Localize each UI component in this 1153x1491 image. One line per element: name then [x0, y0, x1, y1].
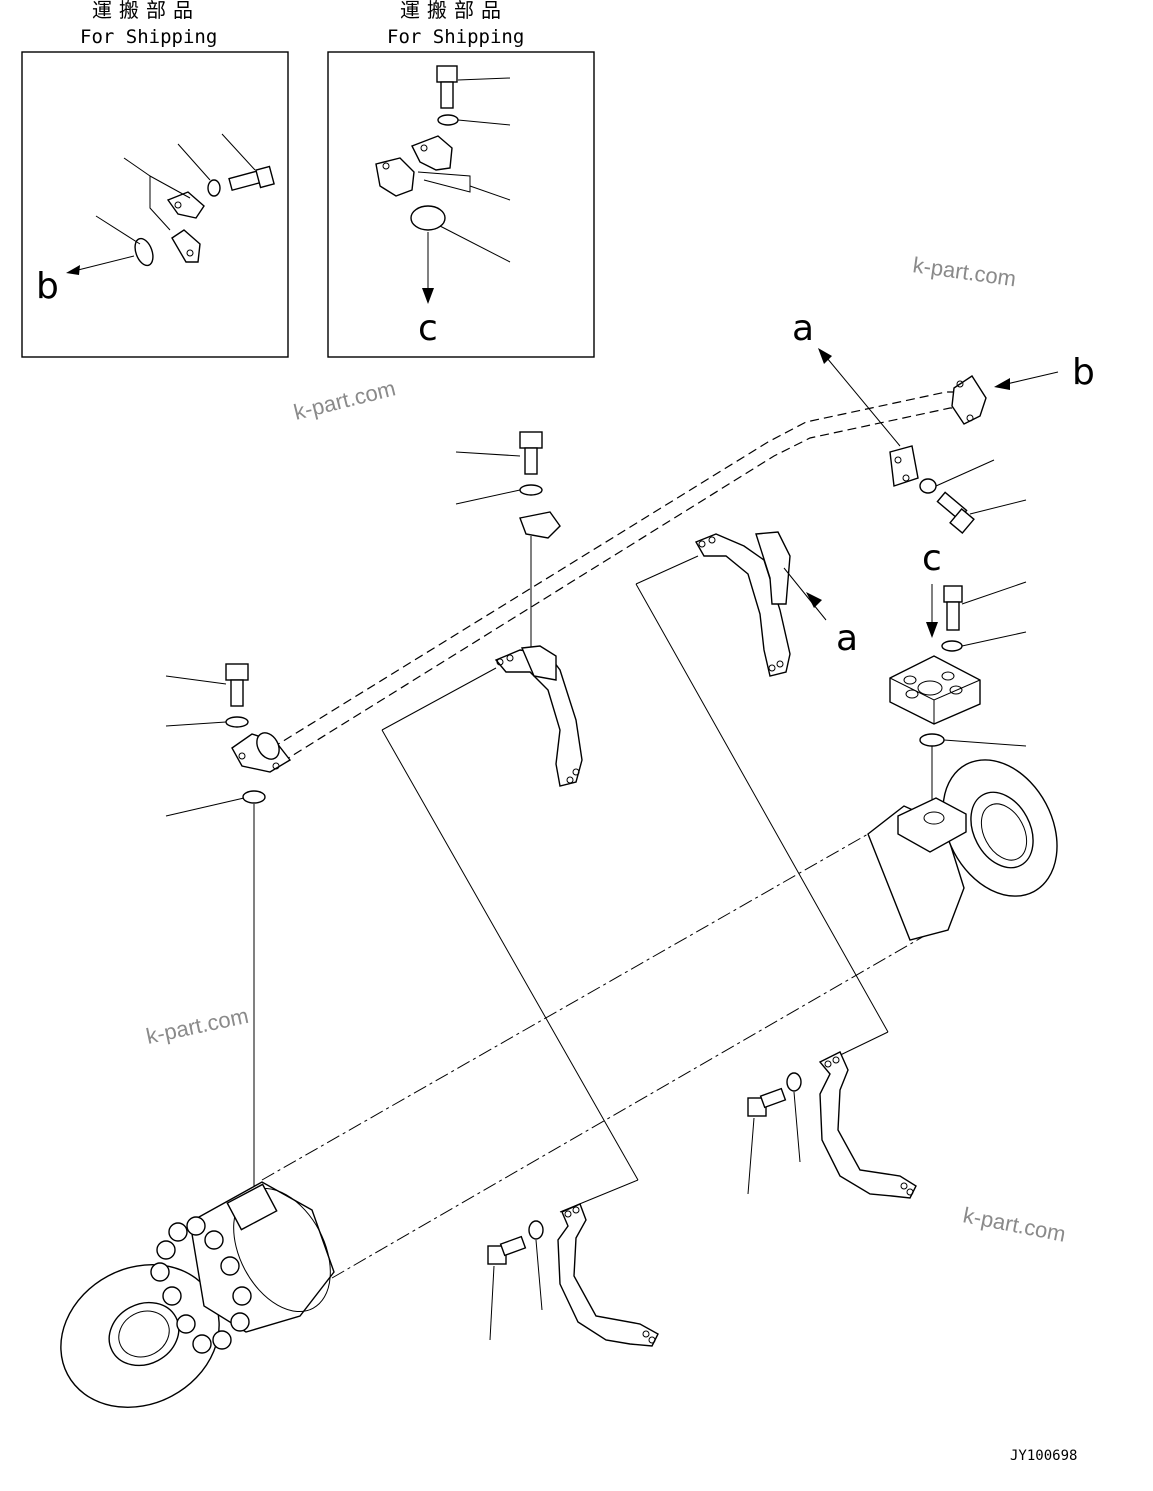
drawing-code: JY100698 — [1010, 1448, 1077, 1464]
tube-clamp-top-right — [889, 445, 919, 487]
watermark-1: k-part.com — [911, 252, 1017, 291]
box2-arrow-icon — [422, 288, 434, 304]
box2-plug-icon — [410, 205, 446, 231]
watermark-3: k-part.com — [144, 1003, 251, 1049]
box2-bolt-icon — [436, 65, 458, 109]
tube-right-flange-icon — [951, 375, 987, 425]
box1-clamp-icon — [166, 191, 205, 263]
arrow-b-right-icon — [994, 378, 1010, 390]
watermark-4: k-part.com — [961, 1202, 1068, 1246]
arrow-a-mid-icon — [806, 592, 822, 608]
shipping-box-1-ref: b — [36, 266, 59, 307]
gland-head-icon — [189, 1181, 335, 1333]
top-right-bolt-icon — [936, 491, 975, 535]
band-clamp-lower-left — [557, 1203, 659, 1347]
gland-bolts-icon — [150, 1216, 252, 1354]
right-washer-icon — [941, 640, 963, 652]
watermark-2: k-part.com — [291, 375, 398, 424]
band-clamp-lower-right — [818, 1051, 917, 1199]
shipping-box-1-en-label: For Shipping — [80, 26, 217, 48]
box1-arrow-icon — [66, 265, 80, 275]
arrow-a-top-icon — [818, 348, 832, 364]
box1-bolt-icon — [228, 165, 275, 192]
shipping-box-1: 運搬部品 For Shipping b — [21, 0, 289, 358]
right-bolt-icon — [943, 585, 963, 631]
lower-right-washer-icon — [786, 1072, 802, 1092]
left-washer-icon — [225, 716, 249, 728]
center-clamp-top-icon — [519, 511, 561, 539]
center-washer-icon — [519, 484, 543, 496]
shipping-box-2-jp-label: 運搬部品 — [400, 0, 508, 22]
shipping-box-2-en-label: For Shipping — [387, 26, 524, 48]
lower-left-washer-icon — [528, 1220, 544, 1240]
hydraulic-tube — [231, 375, 987, 773]
barrel-port-icon — [897, 797, 967, 853]
right-oring-icon — [919, 733, 945, 747]
ref-a-top: a — [792, 308, 814, 349]
hydraulic-cylinder — [60, 759, 1058, 1409]
arrow-c-right-icon — [926, 622, 938, 638]
lower-left-bolt-icon — [487, 1235, 527, 1265]
shipping-box-1-jp-label: 運搬部品 — [92, 0, 200, 22]
shipping-box-2: 運搬部品 For Shipping c — [327, 0, 595, 358]
top-right-washer-icon — [919, 478, 937, 494]
shipping-box-2-ref: c — [418, 308, 438, 349]
center-bolt-icon — [519, 431, 543, 475]
box1-oring-icon — [134, 237, 154, 267]
box2-washer-icon — [437, 114, 459, 126]
left-oring-icon — [242, 790, 266, 804]
shipping-box-1-frame — [21, 51, 289, 358]
ref-b-right: b — [1072, 352, 1095, 393]
ref-a-mid: a — [836, 618, 858, 659]
right-flange-block-icon — [889, 655, 981, 725]
ref-c-right: c — [922, 538, 942, 579]
box2-clamp-icon — [375, 135, 453, 197]
left-bolt-icon — [225, 663, 249, 707]
band-clamp-upper-left — [494, 645, 583, 787]
box1-washer-icon — [207, 179, 221, 197]
band-clamp-upper-right — [694, 531, 791, 677]
shipping-box-2-frame — [327, 51, 595, 358]
lower-right-bolt-icon — [747, 1087, 787, 1117]
